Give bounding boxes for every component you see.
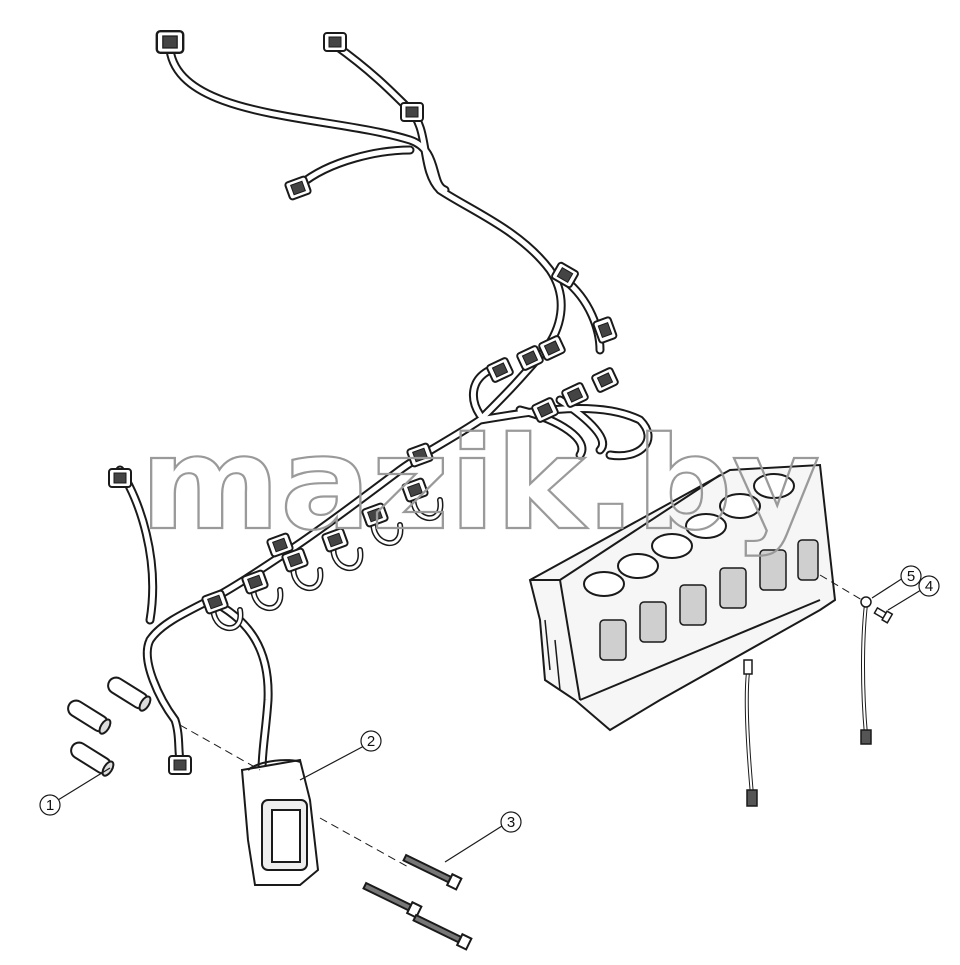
engine-block bbox=[528, 463, 837, 732]
callout-3: 3 bbox=[500, 811, 522, 833]
sensors bbox=[743, 596, 894, 807]
callout-2: 2 bbox=[360, 730, 382, 752]
callout-4: 4 bbox=[918, 575, 940, 597]
callout-5-label: 5 bbox=[907, 568, 915, 585]
callout-3-label: 3 bbox=[507, 814, 515, 831]
callout-1-label: 1 bbox=[46, 797, 54, 814]
watermark-text: mazik.by bbox=[140, 410, 820, 559]
callout-4-label: 4 bbox=[925, 578, 933, 595]
callout-1: 1 bbox=[39, 794, 61, 816]
callout-2-label: 2 bbox=[367, 733, 375, 750]
main-harness-connector bbox=[240, 758, 320, 886]
leader-lines bbox=[57, 574, 922, 869]
cable-sleeves bbox=[67, 676, 152, 777]
callout-5: 5 bbox=[900, 565, 922, 587]
harness-connectors bbox=[108, 29, 620, 775]
mounting-bolts bbox=[362, 853, 473, 951]
